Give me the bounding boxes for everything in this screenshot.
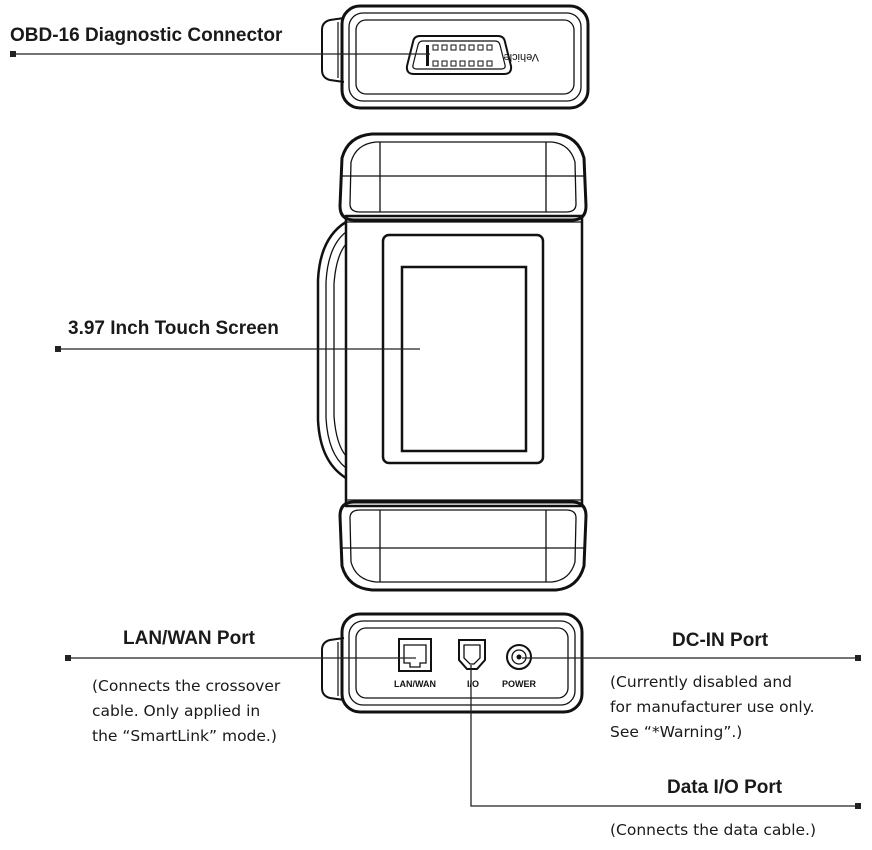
description-line: (Connects the crossover	[92, 677, 281, 695]
description-line: cable. Only applied in	[92, 702, 261, 720]
lan-wan-description: (Connects the crossover cable. Only appl…	[92, 674, 280, 749]
io-port-label: I/O	[467, 679, 479, 689]
lan-port-icon	[398, 638, 432, 672]
obd-connector-label: OBD-16 Diagnostic Connector	[10, 25, 283, 46]
leader-lines	[13, 53, 858, 807]
obd-connector-icon	[405, 35, 513, 75]
device-bottom-view	[321, 612, 584, 714]
dc-in-description: (Currently disabled and for manufacturer…	[610, 670, 815, 745]
dc-in-label: DC-IN Port	[672, 630, 769, 651]
lan-wan-label: LAN/WAN Port	[123, 628, 255, 649]
touch-screen	[400, 265, 528, 453]
io-port-icon	[458, 639, 486, 670]
description-line: (Currently disabled and	[610, 673, 792, 691]
description-line: (Connects the data cable.)	[610, 821, 817, 839]
leader-markers	[10, 51, 861, 809]
description-line: See “*Warning”.)	[610, 723, 743, 741]
power-port-label: POWER	[502, 679, 537, 689]
data-io-label: Data I/O Port	[667, 777, 783, 798]
power-port-icon	[506, 644, 532, 670]
description-line: the “SmartLink” mode.)	[92, 727, 277, 745]
touch-screen-label: 3.97 Inch Touch Screen	[68, 318, 279, 339]
device-front-view	[316, 132, 588, 592]
lan-wan-port-label: LAN/WAN	[394, 679, 436, 689]
description-line: for manufacturer use only.	[610, 698, 815, 716]
vehicle-label: Vehicle	[504, 51, 539, 63]
device-top-view	[321, 4, 590, 110]
data-io-description: (Connects the data cable.)	[610, 818, 816, 843]
